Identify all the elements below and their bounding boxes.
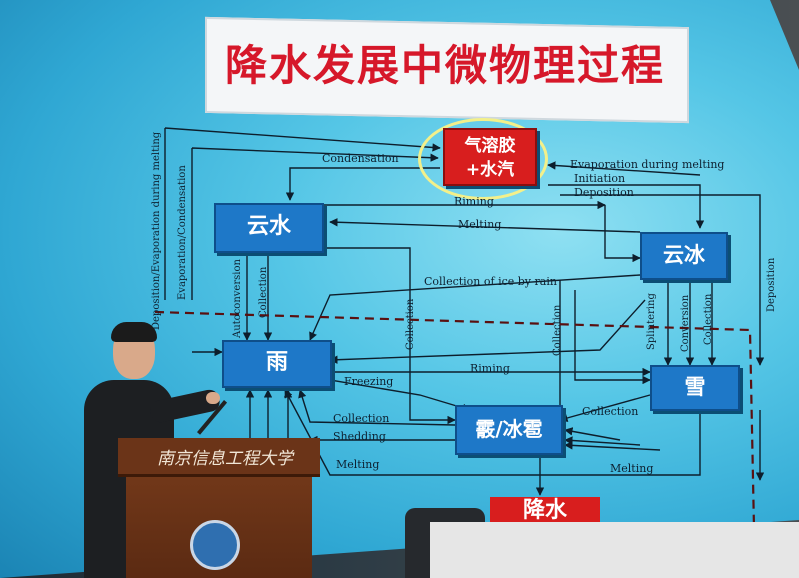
node-snow: 雪 [650,365,740,411]
label-splintering: Splintering [646,293,657,350]
label-melting-rain: Melting [336,458,380,471]
presenter-hand [206,392,220,404]
label-riming-mid: Riming [470,362,510,375]
label-collection-v4: Collection [703,293,714,345]
label-condensation: Condensation [322,152,399,165]
node-cloud-ice: 云冰 [640,232,728,280]
podium-university-name: 南京信息工程大学 [157,449,293,469]
melting-level-line [154,310,757,578]
label-collection-v2: Collection [405,298,416,350]
desk [430,522,799,578]
label-initiation: Initiation [574,172,626,185]
node-graupel-hail: 霰/冰雹 [455,405,563,455]
presenter-hair [111,322,157,342]
podium-top [118,438,320,477]
label-evaporation-melting: Evaporation during melting [570,158,725,171]
label-collection-ice-by-rain: Collection of ice by rain [424,275,557,288]
label-melting-snow: Melting [610,462,654,475]
label-autoconversion: Autoconversion [232,259,243,338]
label-shedding: Shedding [333,430,386,443]
node-precipitation-partial: 降水 [490,497,600,525]
highlight-ellipse [418,118,548,200]
node-cloud-water: 云水 [214,203,324,253]
label-collection-graupel: Collection [582,405,639,418]
label-evap-condensation: Evaporation/Condensation [177,165,188,300]
label-deposition-right: Deposition [766,257,777,312]
label-collection-v1: Collection [258,266,269,318]
label-deposition-top: Deposition [574,186,634,199]
label-melting-top: Melting [458,218,502,231]
label-riming-top: Riming [454,195,494,208]
label-collection-rain: Collection [333,412,390,425]
node-aerosol-vapor: 气溶胶 +水汽 [443,128,537,186]
node-rain: 雨 [222,340,332,388]
label-dep-evap-melting: Deposition/Evaporation during melting [151,131,162,330]
label-freezing: Freezing [344,375,394,388]
arrow-condensation [285,167,440,201]
label-collection-v3: Collection [552,304,563,356]
arrow-deposition-evap [164,127,440,300]
label-conversion: Conversion [680,294,691,352]
university-logo-icon [190,520,240,570]
slide-title: 降水发展中微物理过程 [224,41,665,90]
